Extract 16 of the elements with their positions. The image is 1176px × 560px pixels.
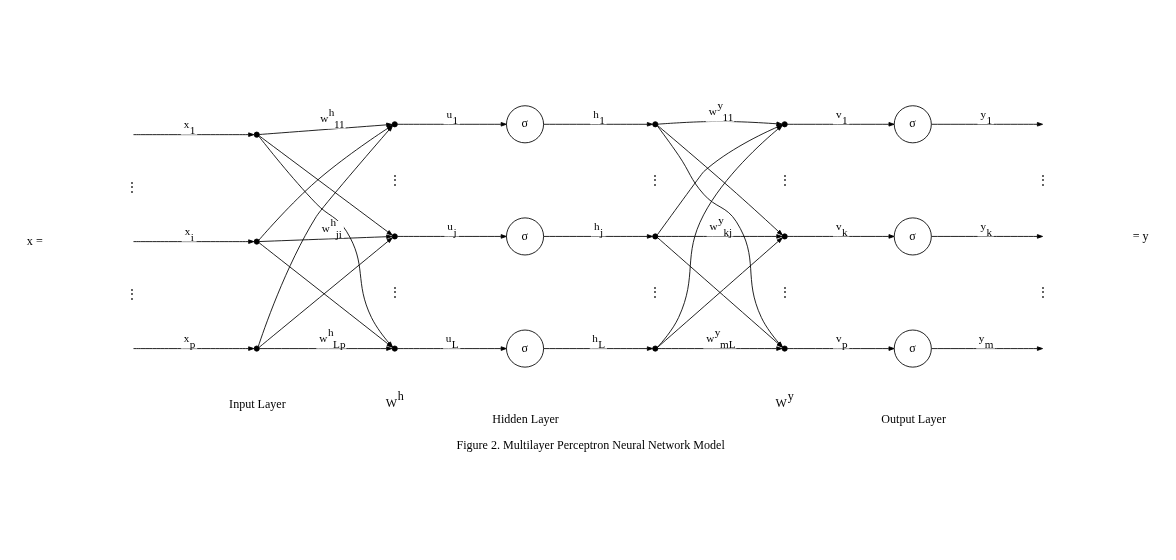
label: Input Layer [229,396,286,411]
label: ⋮ [1037,172,1050,187]
label: ⋮ [778,172,791,187]
label: ⋮ [126,180,139,195]
label: ⋮ [649,284,662,299]
label: ⋮ [388,284,401,299]
label: ⋮ [778,284,791,299]
label: ⋮ [649,172,662,187]
label: = y [1132,228,1149,243]
label: ⋮ [1037,284,1050,299]
caption: Figure 2. Multilayer Perceptron Neural Network Model [456,437,725,452]
label: ⋮ [388,172,401,187]
label: x = [26,233,43,248]
label: Hidden Layer [492,412,559,427]
label: Output Layer [881,412,946,427]
label: ⋮ [126,287,139,302]
